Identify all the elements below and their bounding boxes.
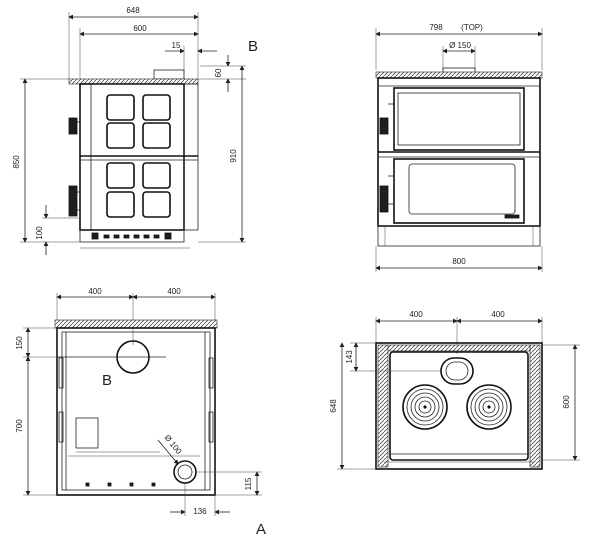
view-label-b-front: B (248, 38, 258, 55)
dim-rear-right-half: 400 (167, 287, 181, 296)
dim-rear-top-offset: 150 (15, 336, 24, 350)
dim-rear-left-half: 400 (88, 287, 102, 296)
hob-ring-right (466, 384, 512, 430)
rear-duct-outlet (173, 460, 197, 484)
dim-side-overall-width: 648 (126, 6, 140, 15)
dim-side-offset: 15 (172, 41, 181, 50)
flue-collar (153, 69, 185, 80)
side-base (79, 229, 185, 243)
dim-side-body-width: 600 (133, 24, 147, 33)
dim-front-bottom-width: 800 (452, 257, 466, 266)
side-view: 648 600 15 B (12, 6, 258, 255)
rear-view: 400 400 B Ø 100 150 (15, 287, 266, 538)
dim-rear-bottom-height: 115 (244, 477, 253, 490)
front-lower-oven-door (393, 158, 525, 224)
front-handle-upper (379, 117, 389, 135)
top-view: 400 400 (329, 310, 580, 470)
front-upper-oven-door (393, 87, 525, 151)
view-label-a: A (256, 521, 266, 538)
dim-top-right-half: 400 (491, 310, 505, 319)
top-outline (375, 342, 543, 470)
dim-rear-duct-diameter: Ø 100 (163, 433, 184, 456)
dim-top-depth-left: 648 (329, 399, 338, 413)
rear-top-plate (54, 319, 218, 329)
front-base (377, 225, 541, 247)
dim-side-height-right: 910 (229, 149, 238, 163)
view-label-b-rear: B (102, 372, 112, 389)
hob-ring-left (402, 384, 448, 430)
dim-top-flue-offset: 143 (345, 350, 354, 364)
dim-top-left-half: 400 (409, 310, 423, 319)
dim-side-total-height: 850 (12, 155, 21, 169)
rear-body (56, 327, 216, 496)
dim-side-top-height: 60 (214, 68, 223, 77)
front-handle-lower (379, 185, 389, 213)
dim-front-flue-diameter: Ø 150 (449, 41, 471, 50)
hob-plate (389, 351, 529, 461)
side-body (79, 83, 185, 231)
dim-rear-height: 700 (15, 419, 24, 433)
dim-rear-bottom-offset: 136 (193, 507, 207, 516)
door-handle-lower (68, 185, 78, 217)
front-top-plate (375, 71, 543, 79)
door-handle-upper (68, 117, 78, 135)
rear-access-plate (75, 417, 99, 449)
front-oven-glass (408, 163, 516, 215)
top-right-band (529, 344, 541, 468)
dim-side-base-height: 100 (35, 226, 44, 240)
dim-front-top-width: 798 (429, 23, 443, 32)
dim-front-top-suffix: (TOP) (461, 23, 483, 32)
dim-top-depth-right: 600 (562, 395, 571, 409)
front-view: 798 (TOP) Ø 150 800 (375, 23, 543, 272)
top-left-band (377, 344, 389, 468)
